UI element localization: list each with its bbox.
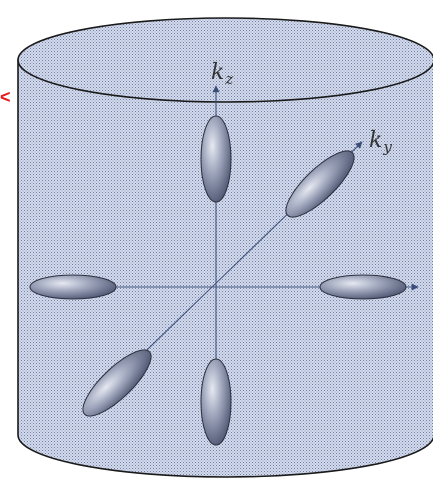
ky-negative-lobe <box>82 349 152 417</box>
ky-positive-lobe <box>285 150 355 218</box>
edge-marker: < <box>0 87 11 107</box>
kx-positive-lobe <box>319 274 407 300</box>
kx-negative-lobe <box>29 274 117 300</box>
ky-axis-label: ky <box>369 128 392 156</box>
kz-positive-lobe <box>200 115 232 203</box>
kz-axis-label: kz <box>211 60 233 88</box>
lobes <box>29 115 407 446</box>
cylinder-top <box>17 17 433 103</box>
kz-negative-lobe <box>200 358 232 446</box>
